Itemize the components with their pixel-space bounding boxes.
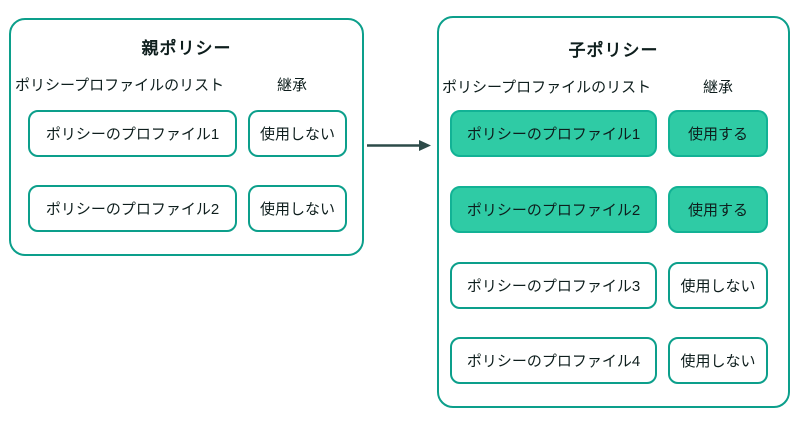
child-profile-4: ポリシーのプロファイル4	[450, 337, 657, 384]
parent-policy-title: 親ポリシー	[141, 39, 232, 58]
child-inherit-4: 使用しない	[668, 337, 768, 384]
child-profile-2: ポリシーのプロファイル2	[450, 186, 657, 233]
child-profile-list-label: ポリシープロファイルのリスト	[442, 79, 652, 96]
child-inherit-2: 使用する	[668, 186, 768, 233]
parent-profile-list-label: ポリシープロファイルのリスト	[15, 77, 225, 94]
child-inherit-1: 使用する	[668, 110, 768, 157]
child-policy-box: 子ポリシー ポリシープロファイルのリスト 継承 ポリシーのプロファイル1 使用す…	[437, 16, 790, 408]
child-profile-1: ポリシーのプロファイル1	[450, 110, 657, 157]
child-inherit-label: 継承	[703, 79, 734, 96]
child-inherit-3: 使用しない	[668, 262, 768, 309]
parent-inherit-label: 継承	[277, 77, 308, 94]
parent-inherit-2: 使用しない	[248, 185, 347, 232]
child-profile-3: ポリシーのプロファイル3	[450, 262, 657, 309]
parent-inherit-1: 使用しない	[248, 110, 347, 157]
parent-profile-1: ポリシーのプロファイル1	[28, 110, 237, 157]
parent-profile-2: ポリシーのプロファイル2	[28, 185, 237, 232]
parent-policy-box: 親ポリシー ポリシープロファイルのリスト 継承 ポリシーのプロファイル1 使用し…	[9, 18, 364, 256]
inheritance-arrow-icon	[367, 140, 431, 151]
child-policy-title: 子ポリシー	[568, 41, 659, 60]
